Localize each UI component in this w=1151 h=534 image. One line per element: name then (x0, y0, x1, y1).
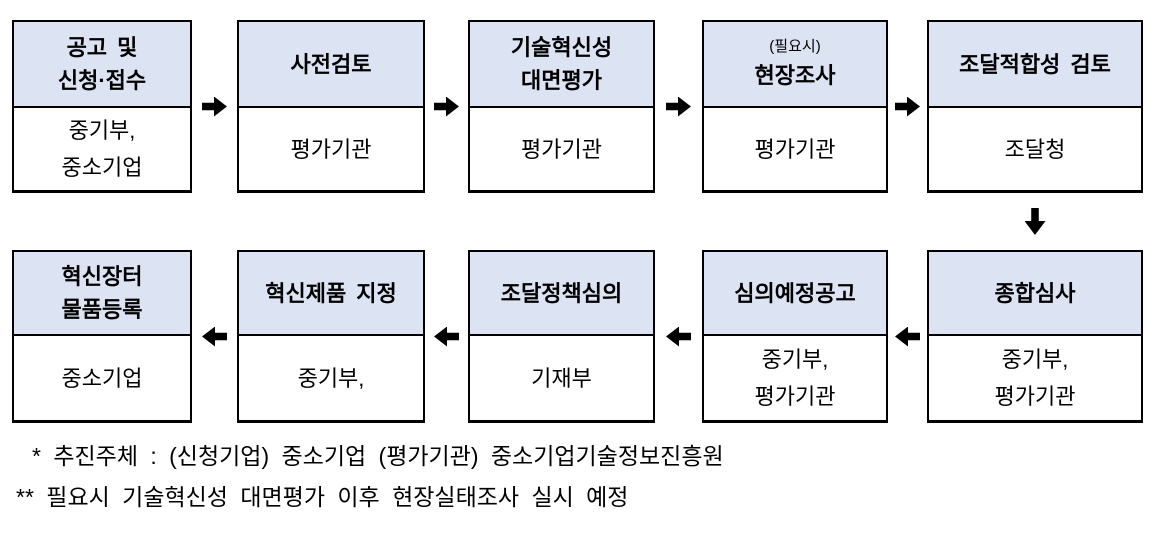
step-header: 종합심사 (929, 252, 1141, 336)
step-owner: 평가기관 (521, 136, 602, 162)
footnote-site-survey: ** 필요시 기술혁신성 대면평가 이후 현장실태조사 실시 예정 (16, 484, 629, 510)
step-body: 중기부, (239, 336, 423, 420)
step-title: 혁신제품 지정 (265, 280, 397, 306)
step-header: 심의예정공고 (704, 252, 886, 336)
step-header: 조달정책심의 (470, 252, 653, 336)
arrow-cell (927, 193, 1143, 250)
footnote-promoting-entities: * 추진주체 : (신청기업) 중소기업 (평가기관) 중소기업기술정보진흥원 (32, 443, 724, 469)
step-note: (필요시) (769, 37, 821, 55)
arrow-cell (655, 20, 702, 193)
arrow-right-icon (434, 96, 459, 117)
step-procurement-policy-deliberation: 조달정책심의 기재부 (468, 250, 655, 423)
arrow-cell (425, 250, 468, 423)
step-header: 혁신장터 물품등록 (14, 252, 190, 336)
step-body: 조달청 (929, 108, 1141, 190)
arrow-left-icon (666, 326, 691, 347)
step-comprehensive-screening: 종합심사 중기부, 평가기관 (927, 250, 1143, 423)
step-owner: 중기부, (297, 365, 365, 391)
step-title: 종합심사 (994, 280, 1076, 306)
arrow-cell (655, 250, 702, 423)
step-body: 중기부, 중소기업 (14, 108, 190, 190)
step-tech-innovation-evaluation: 기술혁신성 대면평가 평가기관 (468, 20, 655, 193)
arrow-right-icon (202, 96, 227, 117)
step-announcement-application: 공고 및 신청·접수 중기부, 중소기업 (12, 20, 192, 193)
flow-grid: 공고 및 신청·접수 중기부, 중소기업 사전검토 평가기관 기술혁신성 대면평… (12, 20, 1143, 423)
arrow-right-icon (666, 96, 691, 117)
step-body: 중소기업 (14, 336, 190, 420)
step-preliminary-review: 사전검토 평가기관 (237, 20, 425, 193)
step-owner: 중기부, 중소기업 (61, 118, 143, 180)
step-title: 공고 및 신청·접수 (57, 35, 147, 93)
step-title: 사전검토 (290, 51, 372, 77)
step-title: 조달정책심의 (500, 280, 623, 306)
step-header: (필요시) 현장조사 (704, 22, 886, 108)
step-header: 조달적합성 검토 (929, 22, 1141, 108)
step-owner: 중기부, 평가기관 (754, 347, 836, 409)
step-title: 심의예정공고 (734, 280, 856, 306)
step-header: 기술혁신성 대면평가 (470, 22, 653, 108)
step-deliberation-notice: 심의예정공고 중기부, 평가기관 (702, 250, 888, 423)
arrow-cell (888, 20, 927, 193)
step-innovative-product-designation: 혁신제품 지정 중기부, (237, 250, 425, 423)
arrow-left-icon (895, 326, 920, 347)
step-body: 중기부, 평가기관 (929, 336, 1141, 420)
step-procurement-suitability-review: 조달적합성 검토 조달청 (927, 20, 1143, 193)
arrow-cell (192, 20, 237, 193)
step-header: 공고 및 신청·접수 (14, 22, 190, 108)
step-owner: 중소기업 (61, 365, 143, 391)
step-header: 혁신제품 지정 (239, 252, 423, 336)
step-marketplace-registration: 혁신장터 물품등록 중소기업 (12, 250, 192, 423)
step-body: 평가기관 (470, 108, 653, 190)
step-title: 혁신장터 물품등록 (61, 264, 143, 322)
step-header: 사전검토 (239, 22, 423, 108)
step-title: 조달적합성 검토 (959, 51, 1111, 77)
step-body: 평가기관 (704, 108, 886, 190)
step-owner: 조달청 (1004, 136, 1066, 162)
step-owner: 평가기관 (290, 136, 372, 162)
arrow-right-icon (895, 96, 920, 117)
step-title: 기술혁신성 대면평가 (510, 35, 613, 93)
arrow-cell (888, 250, 927, 423)
step-body: 기재부 (470, 336, 653, 420)
arrow-left-icon (202, 326, 227, 347)
arrow-cell (425, 20, 468, 193)
arrow-down-icon (1024, 208, 1046, 235)
step-body: 중기부, 평가기관 (704, 336, 886, 420)
step-owner: 기재부 (531, 365, 592, 391)
step-owner: 중기부, 평가기관 (994, 347, 1076, 409)
step-body: 평가기관 (239, 108, 423, 190)
step-site-investigation: (필요시) 현장조사 평가기관 (702, 20, 888, 193)
arrow-cell (192, 250, 237, 423)
arrow-left-icon (434, 326, 459, 347)
step-title: 현장조사 (754, 62, 836, 88)
step-owner: 평가기관 (754, 136, 836, 162)
footnotes: * 추진주체 : (신청기업) 중소기업 (평가기관) 중소기업기술정보진흥원 … (16, 441, 724, 513)
